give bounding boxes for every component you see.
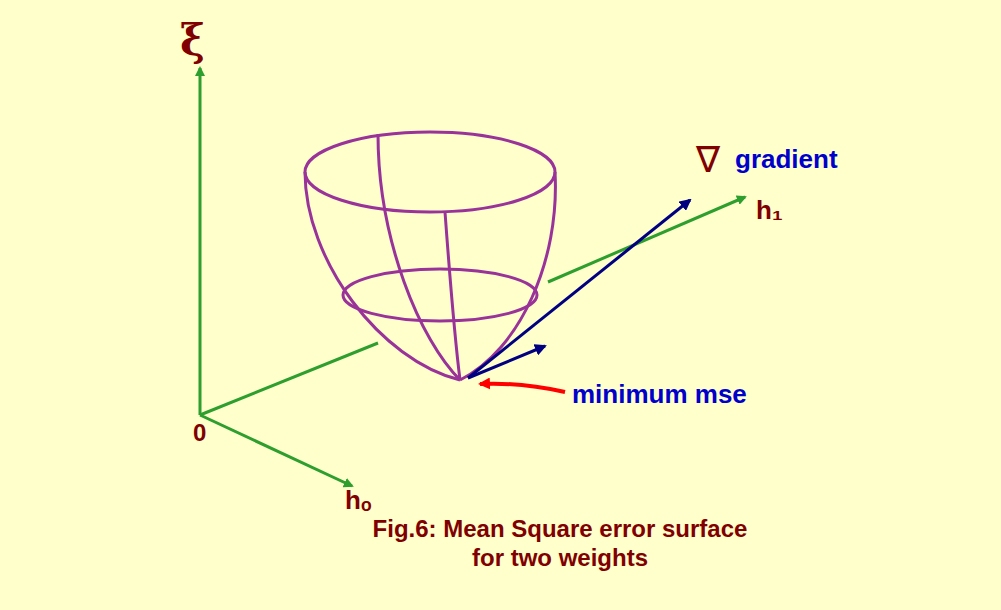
minimum-pointer — [480, 384, 565, 392]
gradient-label: gradient — [735, 145, 838, 174]
error-bowl — [305, 132, 555, 380]
minimum-label: minimum mse — [572, 380, 747, 409]
gradient-arrows — [468, 200, 690, 378]
gradient-symbol: ∇ — [696, 140, 720, 180]
origin-label: 0 — [193, 420, 206, 446]
axes — [200, 68, 745, 486]
axis-label: h₁ — [756, 196, 783, 225]
axis-label: ξ — [180, 18, 205, 64]
axis-label: hₒ — [345, 486, 372, 515]
figure-caption: Fig.6: Mean Square error surface for two… — [360, 515, 760, 573]
